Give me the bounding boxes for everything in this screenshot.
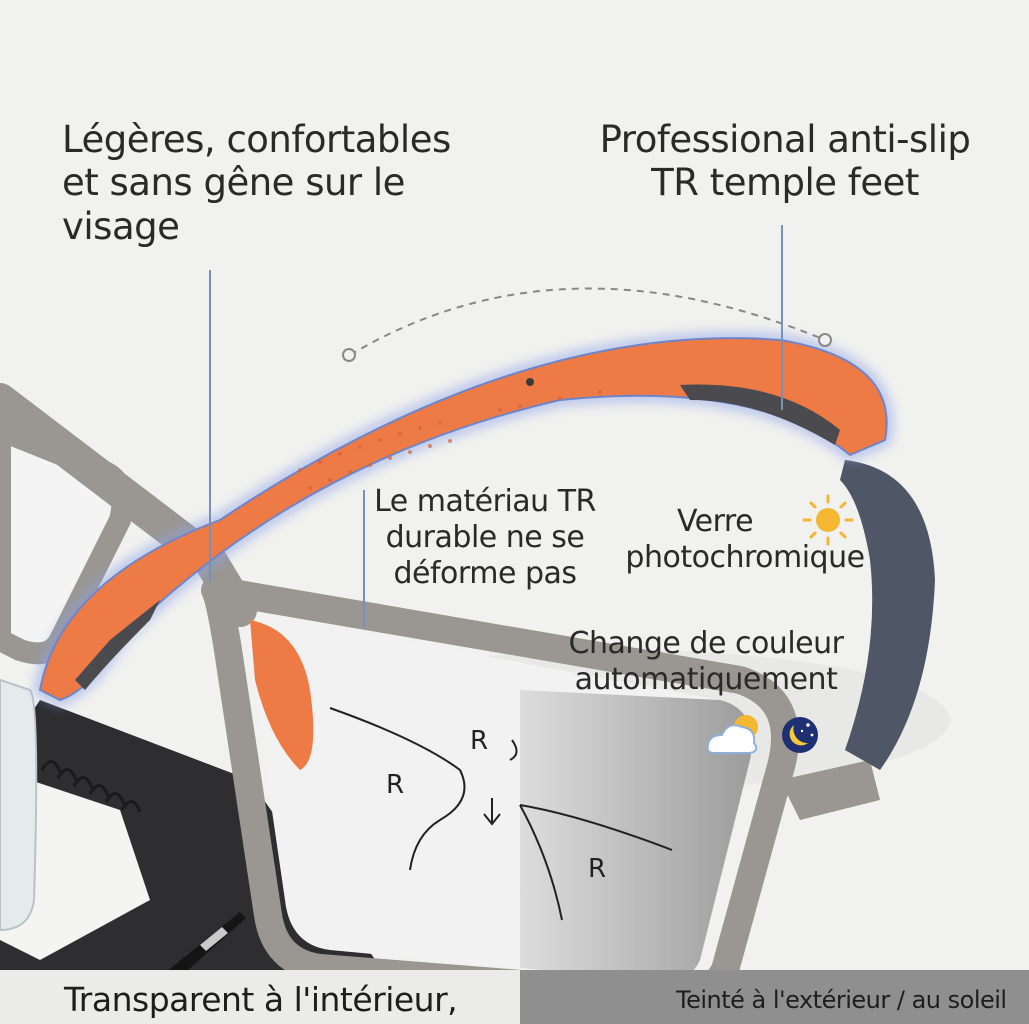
- notebook-spiral: [40, 760, 142, 813]
- nose-pad: [250, 620, 314, 770]
- moon-stars-icon: [782, 717, 818, 753]
- tinted-half: [520, 690, 752, 981]
- comfort-label: Légères, confortables et sans gêne sur l…: [62, 118, 451, 248]
- hinge: [780, 760, 880, 820]
- lens-mark-near: R: [588, 854, 607, 884]
- color-change-label: Change de couleur automatiquement: [568, 626, 844, 697]
- temple-tip-right: [840, 460, 935, 770]
- dashed-arc: [349, 287, 826, 356]
- bottom-right-caption: Teinté à l'extérieur / au soleil: [676, 986, 1007, 1014]
- temple-arm-orange: [38, 337, 888, 702]
- bottom-left-caption: Transparent à l'intérieur,: [64, 980, 458, 1019]
- lens-mark-distance: R: [386, 770, 405, 800]
- bottom-banner-left: [0, 970, 520, 1024]
- antislip-label: Professional anti-slip TR temple feet: [599, 118, 971, 205]
- progressive-lens-diagram: [329, 707, 673, 921]
- sun-icon: [802, 494, 854, 546]
- notebook-pages: [0, 770, 150, 960]
- lens-mark-reading-top: R: [470, 726, 489, 756]
- photochromic-label: Verre photochromique: [625, 504, 865, 575]
- bottom-banner-right: [520, 970, 1029, 1024]
- cloud-sun-icon: [706, 715, 758, 754]
- tr-material-label: Le matériau TR durable ne se déforme pas: [374, 484, 596, 591]
- water-glass: [0, 678, 38, 932]
